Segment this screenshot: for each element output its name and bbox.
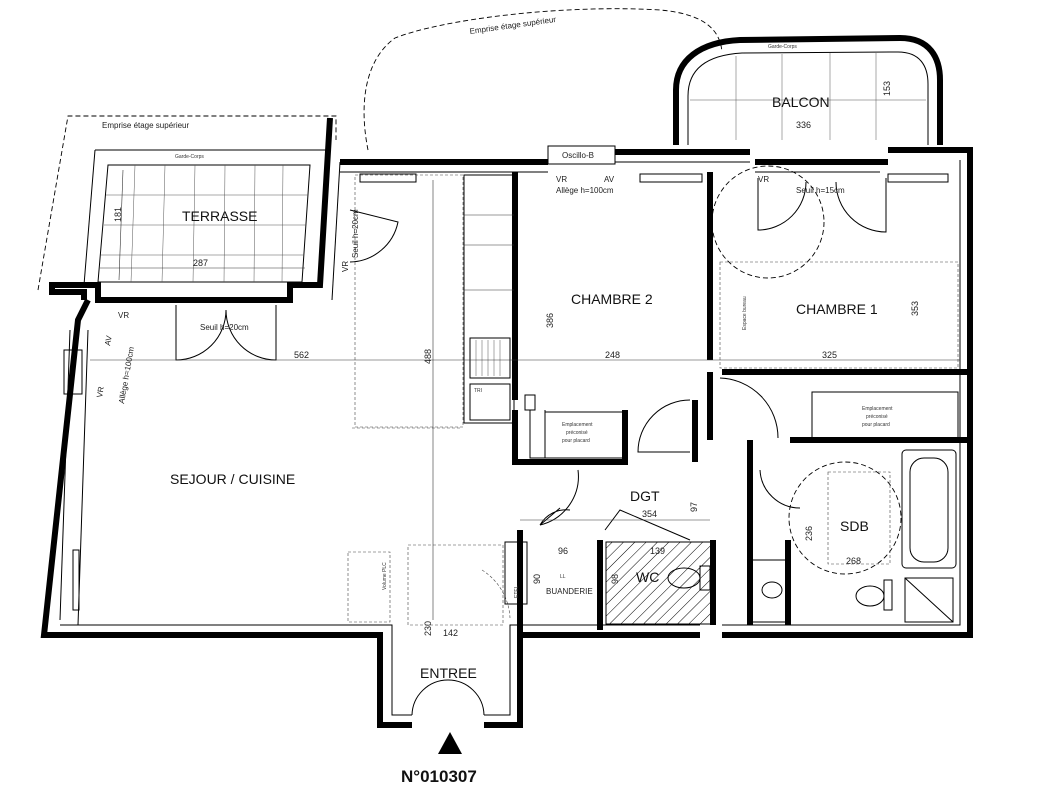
upper-floor-footprint-top [363, 8, 723, 151]
seuil-side-label: Seuil h=20cm [351, 209, 360, 258]
av-label-1: AV [604, 175, 615, 184]
placard-c2-line3: pour placard [562, 438, 590, 444]
placard-c1-line2: préconisé [866, 414, 888, 420]
dgt-width: 354 [642, 509, 657, 519]
terrasse-height: 181 [113, 207, 123, 222]
volume-plc [347, 551, 391, 623]
tri-label: TRI [474, 388, 482, 394]
upper-floor-label-left: Emprise étage supérieur [102, 121, 189, 130]
oscillo-label: Oscillo-B [562, 151, 594, 160]
allege-left-label: Allège h=100cm [117, 346, 136, 405]
entree-label: ENTREE [420, 665, 477, 681]
sejour-width: 562 [294, 350, 309, 360]
placard-c2-line2: préconisé [566, 430, 588, 436]
buanderie-height: 90 [532, 574, 542, 584]
window-oscillo [547, 145, 616, 165]
ll-label: LL [560, 574, 566, 580]
terrasse-width: 287 [193, 258, 208, 268]
dgt-height: 97 [689, 502, 699, 512]
sdb-label: SDB [840, 518, 869, 534]
sejour-label: SEJOUR / CUISINE [170, 471, 295, 487]
buanderie-width: 96 [558, 546, 568, 556]
buanderie-label: BUANDERIE [546, 587, 593, 596]
terrasse-label: TERRASSE [182, 208, 257, 224]
upper-floor-footprint-left [37, 115, 337, 291]
vr-label-3: VR [118, 311, 129, 320]
chambre1-label: CHAMBRE 1 [796, 301, 878, 317]
balcon-height: 153 [882, 81, 892, 96]
placard-chambre2 [544, 411, 624, 459]
seuil-terrasse-label: Seuil h=20cm [200, 323, 249, 332]
placard-c1-line1: Emplacement [862, 406, 893, 412]
chambre2-label: CHAMBRE 2 [571, 291, 653, 307]
vr-label-4: VR [341, 261, 350, 272]
entree-width: 142 [443, 628, 458, 638]
wc-height: 98 [610, 574, 620, 584]
kitchen: TRI [463, 174, 515, 424]
wc-label: WC [636, 569, 659, 585]
terrasse-railing-label: Garde-Corps [175, 154, 204, 160]
lot-number: N°010307 [401, 767, 477, 786]
balcon-area [673, 34, 943, 145]
doors [175, 178, 887, 716]
placard-c1-line3: pour placard [862, 422, 890, 428]
balcon-width: 336 [796, 120, 811, 130]
terrasse-area [49, 117, 333, 303]
living-dashed-zone [354, 174, 464, 428]
bathroom-fixtures [751, 449, 957, 623]
allege-top-label: Allège h=100cm [556, 186, 614, 195]
chambre1-width: 325 [822, 350, 837, 360]
turning-circle-sdb [788, 461, 902, 575]
exterior-wall [40, 147, 973, 728]
turning-circle-chambre1 [711, 165, 825, 279]
placard-chambre1 [811, 391, 959, 439]
dgt-label: DGT [630, 488, 660, 504]
vr-label-2: VR [758, 175, 769, 184]
wc-hatch [605, 541, 713, 625]
entree-height: 230 [423, 621, 433, 636]
balcon-label: BALCON [772, 94, 830, 110]
etel-label: ETEL [514, 585, 520, 598]
vr-label-5: VR [95, 386, 106, 399]
chambre2-height: 386 [545, 313, 555, 328]
chambre2-width: 248 [605, 350, 620, 360]
av-label-2: AV [103, 334, 114, 346]
seuil-balcon-label: Seuil h=15cm [796, 186, 845, 195]
sdb-height: 236 [804, 526, 814, 541]
sdb-width: 268 [846, 556, 861, 566]
wc-width: 139 [650, 546, 665, 556]
espace-bureau-label: Espace bureau [742, 296, 748, 330]
chambre1-height: 353 [910, 301, 920, 316]
balcon-railing-label: Garde-Corps [768, 44, 797, 50]
interior-walls [512, 172, 968, 635]
entrance-arrow-icon [438, 732, 462, 754]
chambre1-dashed-zone [719, 261, 959, 369]
volume-plc-label: Volume PLC [382, 562, 388, 590]
placard-c2-line1: Emplacement [562, 422, 593, 428]
sejour-height: 488 [423, 349, 433, 364]
vr-label-1: VR [556, 175, 567, 184]
